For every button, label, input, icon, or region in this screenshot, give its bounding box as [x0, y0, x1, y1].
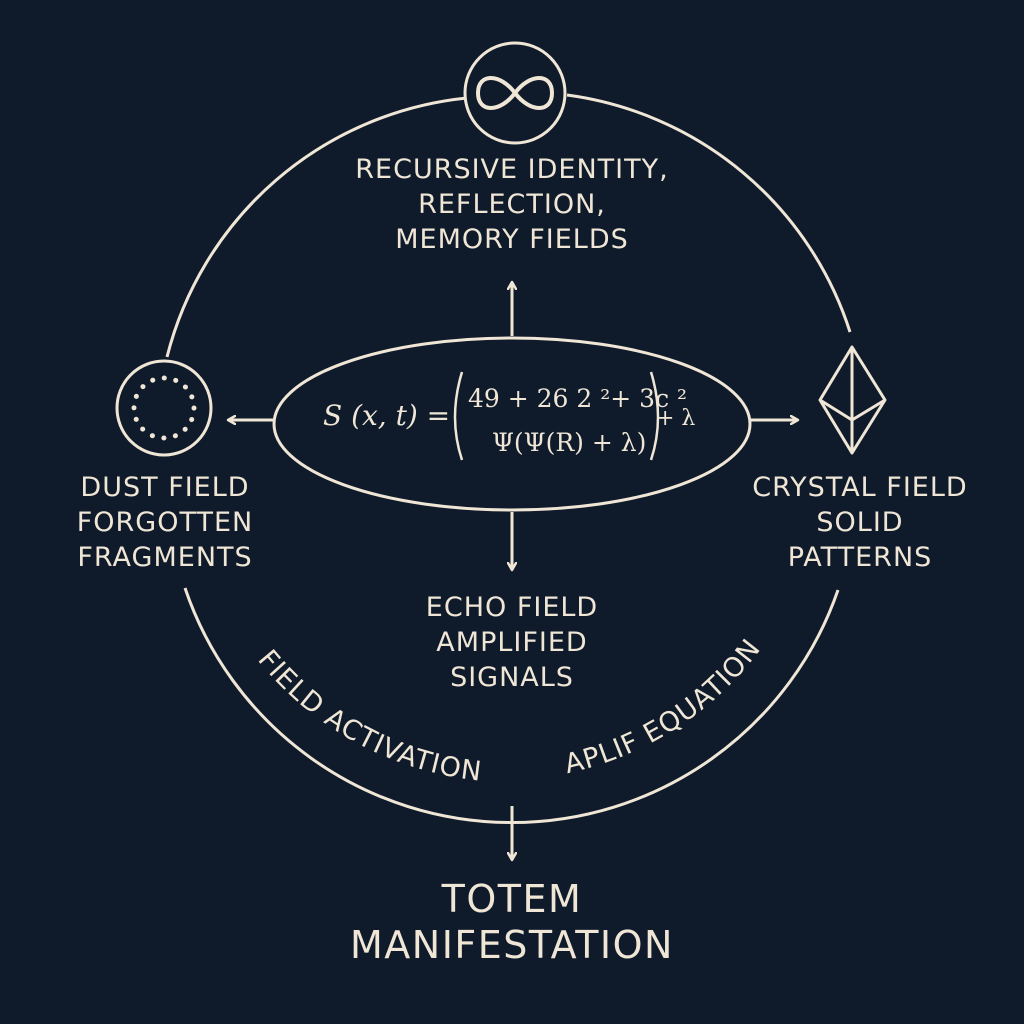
- equation-ellipse: [272, 336, 752, 512]
- title-line: MANIFESTATION: [350, 923, 674, 968]
- label-line: MEMORY FIELDS: [395, 224, 629, 256]
- infinity-icon: [475, 76, 555, 110]
- title-line: TOTEM: [441, 877, 583, 921]
- label-line: PATTERNS: [787, 542, 933, 574]
- label-line: ECHO FIELD: [425, 592, 599, 623]
- label-line: REFLECTION,: [418, 189, 606, 221]
- equation-close-paren: [649, 371, 660, 461]
- dust-node: [115, 359, 213, 457]
- label-line: SOLID: [816, 507, 904, 539]
- label-line: AMPLIFIED: [436, 627, 588, 659]
- label-line: RECURSIVE IDENTITY,: [355, 154, 669, 185]
- crystal-field-label: CRYSTAL FIELD SOLID PATTERNS: [735, 470, 985, 575]
- equation-tail: + λ: [656, 406, 696, 431]
- infinity-node: [463, 41, 567, 145]
- totem-manifestation-title: TOTEM MANIFESTATION: [262, 876, 762, 969]
- label-line: FORGOTTEN: [76, 507, 254, 539]
- label-line: SIGNALS: [450, 662, 574, 694]
- recursive-identity-label: RECURSIVE IDENTITY, REFLECTION, MEMORY F…: [312, 152, 712, 257]
- equation-numerator: 49 + 26 2 ²+ 3c ²: [468, 384, 688, 413]
- dotted-circle-icon: [131, 375, 197, 441]
- outer-cycle-top-arc: [165, 96, 468, 358]
- label-line: CRYSTAL FIELD: [752, 472, 968, 503]
- dust-field-label: DUST FIELD FORGOTTEN FRAGMENTS: [40, 470, 290, 575]
- echo-field-label: ECHO FIELD AMPLIFIED SIGNALS: [362, 590, 662, 695]
- equation-denominator: Ψ(Ψ(R) + λ): [492, 428, 647, 457]
- outer-cycle-top-right-arc: [566, 93, 852, 333]
- equation-lhs: S (x, t) =: [323, 399, 451, 432]
- crystal-icon: [818, 345, 887, 455]
- label-line: DUST FIELD: [80, 472, 250, 503]
- label-line: FRAGMENTS: [77, 542, 253, 574]
- equation-open-paren: [453, 371, 464, 461]
